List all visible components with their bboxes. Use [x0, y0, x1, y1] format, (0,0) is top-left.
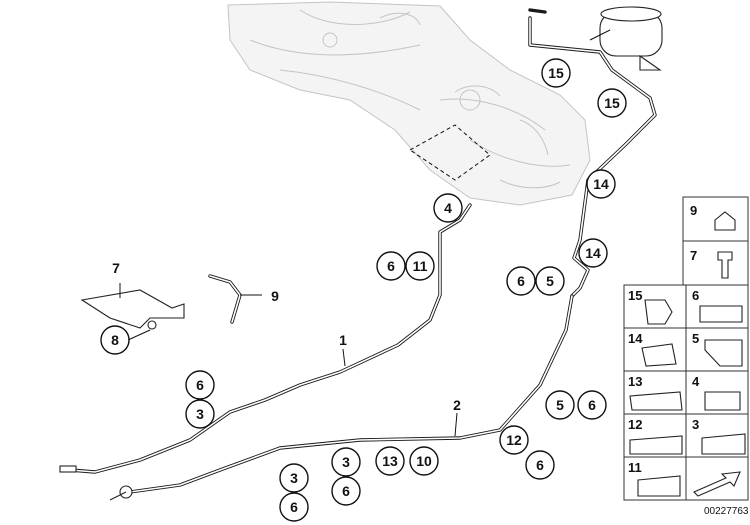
clip-part-9: [208, 274, 262, 324]
callout-4: 4: [433, 193, 463, 223]
callout-3-c: 3: [279, 463, 309, 493]
callout-6-b: 6: [506, 266, 536, 296]
callout-6-d: 6: [577, 390, 607, 420]
callout-6-f: 6: [331, 476, 361, 506]
legend-7: 7: [690, 248, 697, 263]
callout-11: 11: [405, 251, 435, 281]
legend-9: 9: [690, 203, 697, 218]
legend-14: 14: [628, 331, 643, 346]
label-8-leader: [127, 329, 151, 341]
legend-15: 15: [628, 288, 642, 303]
callout-3-a-text: 3: [196, 406, 204, 422]
callout-6-d-text: 6: [588, 397, 596, 413]
callout-3-b: 3: [331, 447, 361, 477]
fuel-line-2: [109, 294, 574, 501]
legend-5: 5: [692, 331, 699, 346]
callout-5-a: 5: [535, 266, 565, 296]
callout-6-a: 6: [376, 251, 406, 281]
label-1: 1: [339, 332, 347, 348]
callout-14-a: 14: [586, 169, 616, 199]
callout-6-e: 6: [525, 450, 555, 480]
callout-14-b-text: 14: [585, 245, 601, 261]
label-2-leader: [454, 412, 458, 437]
bracket-part-7: [80, 283, 185, 330]
callout-6-a-text: 6: [387, 258, 395, 274]
legend-12: 12: [628, 417, 642, 432]
callout-6-c: 6: [185, 370, 215, 400]
callout-10-text: 10: [416, 453, 432, 469]
callout-13-text: 13: [382, 453, 398, 469]
callout-13: 13: [375, 446, 405, 476]
callout-11-text: 11: [413, 258, 428, 274]
callout-14-b: 14: [578, 238, 608, 268]
callout-6-c-text: 6: [196, 377, 204, 393]
callout-15-a: 15: [541, 58, 571, 88]
legend-6: 6: [692, 288, 699, 303]
callout-8-text: 8: [111, 332, 119, 348]
legend-13: 13: [628, 374, 642, 389]
callout-6-g: 6: [279, 492, 309, 522]
callout-15-b-text: 15: [604, 95, 620, 111]
callout-6-b-text: 6: [517, 273, 525, 289]
callout-3-c-text: 3: [290, 470, 298, 486]
legend-cell-7: [682, 240, 749, 286]
callout-15-b: 15: [597, 88, 627, 118]
callout-6-e-text: 6: [536, 457, 544, 473]
callout-8: 8: [100, 325, 130, 355]
callout-4-text: 4: [444, 200, 452, 216]
fuel-line-1: [59, 203, 472, 474]
label-7: 7: [112, 260, 120, 276]
nut-part-icon: [714, 211, 736, 231]
vent-line: [528, 8, 657, 298]
label-1-leader: [342, 348, 346, 367]
callout-12-text: 12: [506, 432, 522, 448]
direction-arrow-icon: [693, 471, 741, 497]
label-9: 9: [271, 288, 279, 304]
callout-5-b-text: 5: [556, 397, 564, 413]
callout-14-a-text: 14: [593, 176, 609, 192]
legend-11: 11: [628, 460, 642, 475]
legend-4: 4: [692, 374, 700, 389]
fuel-tank-ghost: [227, 1, 591, 206]
carbon-canister: [589, 6, 663, 71]
callout-10: 10: [409, 446, 439, 476]
callout-5-b: 5: [545, 390, 575, 420]
label-2: 2: [453, 397, 461, 413]
callout-3-b-text: 3: [342, 454, 350, 470]
parts-legend: 9 7 15 6 14 5 13 4 12 3 11: [623, 196, 749, 501]
screw-part-icon: [717, 251, 733, 279]
legend-cell-arrow: [685, 456, 749, 501]
callout-12: 12: [499, 425, 529, 455]
legend-3: 3: [692, 417, 699, 432]
document-id: 00227763: [704, 506, 749, 517]
callout-group: 15 15 14 14 4 6 11 6 5 6 3 8 5 6 12 6 3 …: [100, 58, 627, 522]
callout-3-a: 3: [185, 399, 215, 429]
callout-6-g-text: 6: [290, 499, 298, 515]
callout-5-a-text: 5: [546, 273, 554, 289]
callout-15-a-text: 15: [548, 65, 564, 81]
callout-6-f-text: 6: [342, 483, 350, 499]
